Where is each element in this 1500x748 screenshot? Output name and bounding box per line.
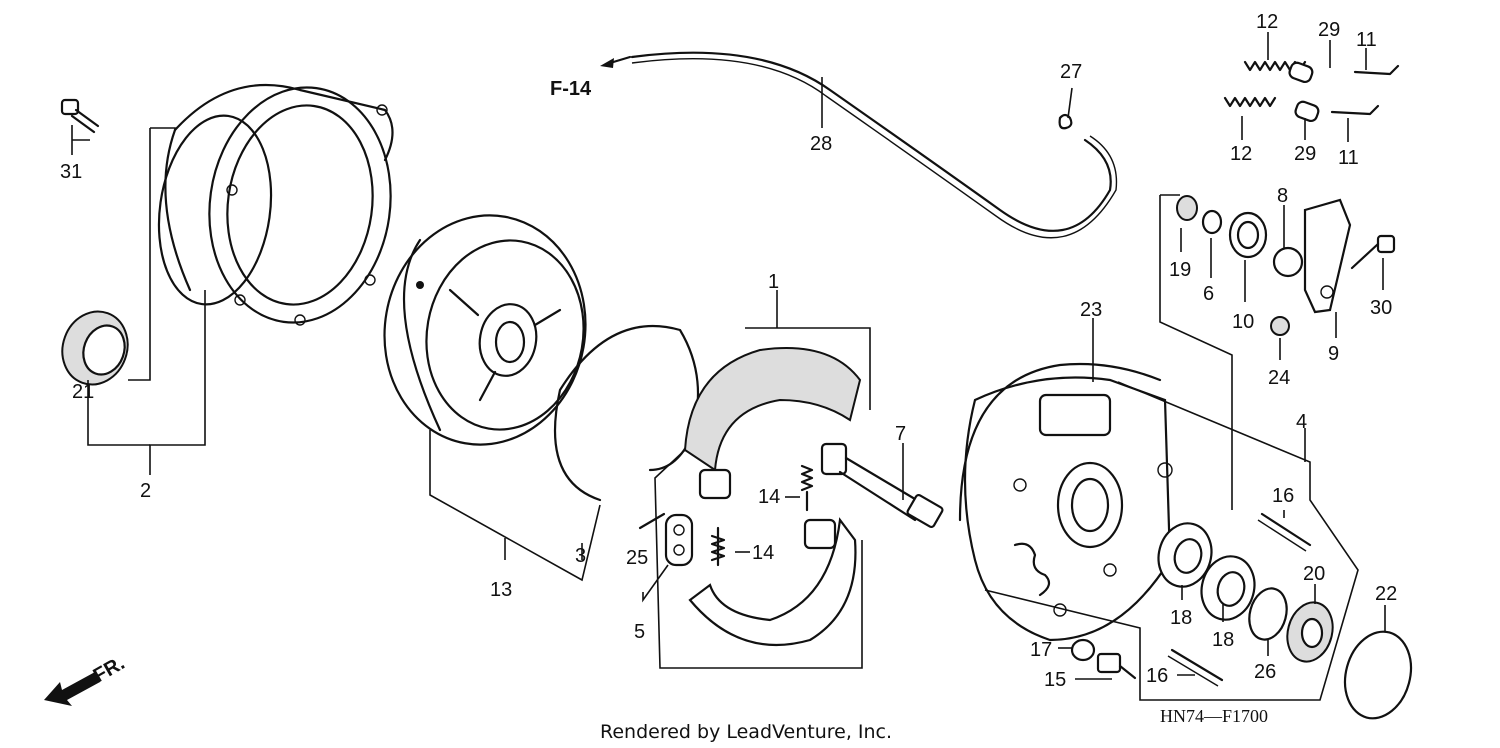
stud-16-lower — [1167, 648, 1224, 687]
oil-seal-20 — [1286, 601, 1334, 663]
callout-6: 6 — [1203, 283, 1214, 305]
callout-26: 26 — [1254, 661, 1276, 683]
front-direction-arrow — [44, 672, 100, 706]
washer-6 — [1201, 209, 1223, 235]
callout-22: 22 — [1375, 583, 1397, 605]
washer-17 — [1070, 638, 1096, 662]
reference-arrow — [600, 55, 632, 68]
callout-10: 10 — [1232, 311, 1254, 333]
spring-14-lower — [710, 526, 726, 567]
reference-label: F-14 — [550, 78, 592, 100]
collar-29-lower — [1294, 100, 1320, 123]
stud-16-upper — [1257, 512, 1312, 552]
oil-seal-19 — [1176, 195, 1198, 221]
callout-28: 28 — [810, 133, 832, 155]
diagram-code: HN74—F1700 — [1160, 706, 1268, 726]
callout-13: 13 — [490, 579, 512, 601]
brake-shoe-lower — [688, 517, 857, 647]
callout-8: 8 — [1277, 185, 1288, 207]
callout-25: 25 — [626, 547, 648, 569]
brake-arm-9 — [1303, 198, 1352, 314]
callout-30: 30 — [1370, 297, 1392, 319]
tube-clip-27 — [1058, 113, 1073, 130]
callout-15: 15 — [1044, 669, 1066, 691]
o-ring-22 — [1343, 630, 1413, 720]
nut-24 — [1270, 316, 1290, 336]
bolt-30 — [1350, 234, 1396, 270]
brake-panel — [958, 362, 1173, 642]
callout-16-upper: 16 — [1272, 485, 1294, 507]
brake-drum-cover — [157, 83, 394, 326]
pin-25 — [638, 512, 666, 530]
callout-1: 1 — [768, 271, 779, 293]
circlip-26 — [1248, 587, 1288, 641]
collar-29-upper — [1288, 61, 1314, 84]
breather-tube-28 — [630, 51, 1118, 239]
callout-16-lower: 16 — [1146, 665, 1168, 687]
callout-12-top: 12 — [1256, 11, 1278, 33]
callout-18-a: 18 — [1170, 607, 1192, 629]
callout-5: 5 — [634, 621, 645, 643]
leader-lines — [71, 32, 1386, 701]
joint-pin-11-upper — [1353, 64, 1400, 76]
callout-9: 9 — [1328, 343, 1339, 365]
brake-shoe-upper — [683, 347, 862, 500]
spring-12-lower — [1223, 96, 1277, 108]
oil-seal-21 — [61, 310, 129, 386]
callout-12-bottom: 12 — [1230, 143, 1252, 165]
callout-20: 20 — [1303, 563, 1325, 585]
callout-23: 23 — [1080, 299, 1102, 321]
callout-17: 17 — [1030, 639, 1052, 661]
callout-3: 3 — [575, 545, 586, 567]
callout-2: 2 — [140, 480, 151, 502]
callout-11-top: 11 — [1356, 29, 1377, 51]
joint-pin-11-lower — [1330, 104, 1380, 116]
callout-29-bottom: 29 — [1294, 143, 1316, 165]
callout-4: 4 — [1296, 411, 1307, 433]
shoe-plate-5 — [664, 513, 694, 567]
bearing-18-a — [1157, 522, 1213, 588]
bolt-31 — [60, 98, 100, 134]
indicator-plate-8 — [1272, 246, 1304, 278]
callout-14-lower: 14 — [752, 542, 774, 564]
bolt-15 — [1096, 652, 1137, 680]
return-spring-10 — [1228, 211, 1268, 259]
credit-text: Rendered by LeadVenture, Inc. — [600, 721, 892, 743]
bearing-18-b — [1200, 555, 1256, 621]
callout-27: 27 — [1060, 61, 1082, 83]
brake-drum-hub — [383, 214, 587, 446]
callout-18-b: 18 — [1212, 629, 1234, 651]
callout-7: 7 — [895, 423, 906, 445]
brake-cam-7 — [820, 442, 944, 529]
callout-24: 24 — [1268, 367, 1290, 389]
spring-14-upper — [800, 464, 814, 512]
callout-21: 21 — [72, 381, 94, 403]
callout-14-upper: 14 — [758, 486, 780, 508]
callout-11-bottom: 11 — [1338, 147, 1359, 169]
callout-31: 31 — [60, 161, 82, 183]
callout-19: 19 — [1169, 259, 1191, 281]
callout-29-top: 29 — [1318, 19, 1340, 41]
